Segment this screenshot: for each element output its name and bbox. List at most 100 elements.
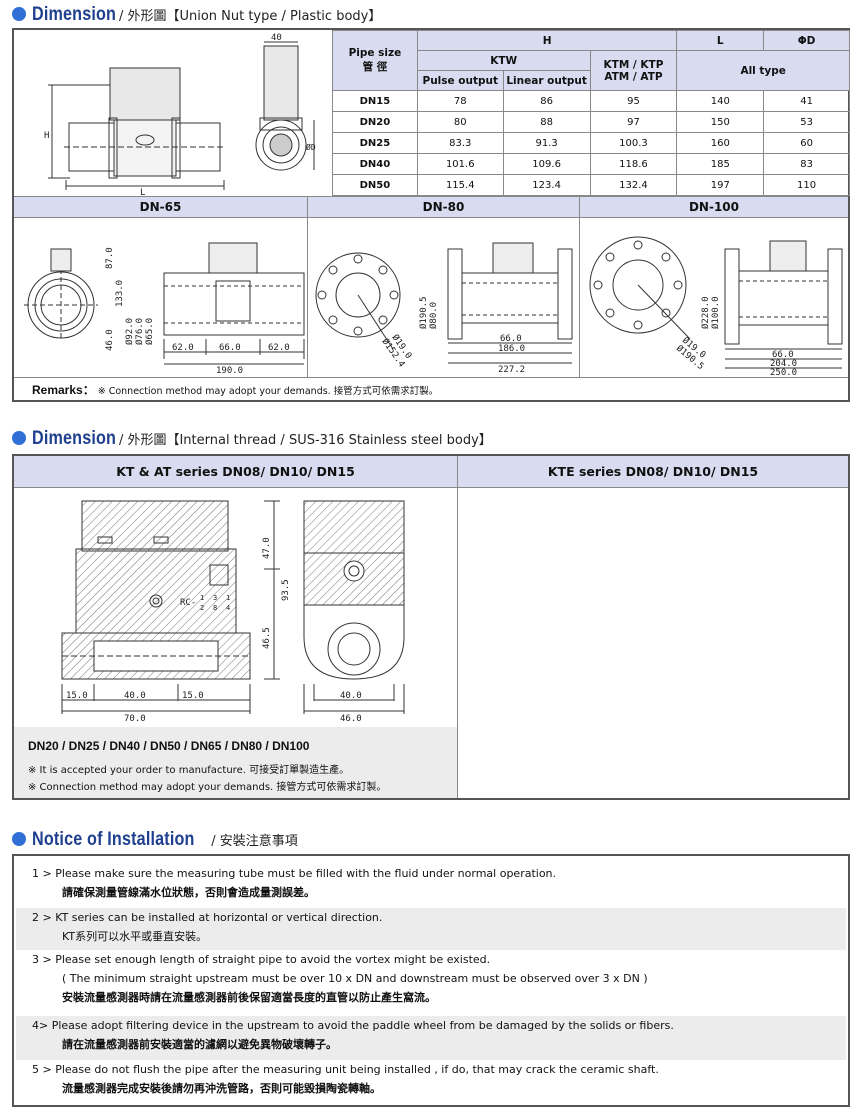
drawing-label-h: H	[44, 131, 49, 141]
notice-en: 3 > Please set enough length of straight…	[32, 953, 491, 966]
divider	[14, 377, 848, 378]
kt-dim: 47.0	[262, 537, 272, 559]
section2-title: Dimension	[32, 428, 117, 449]
table-cell: 83.3	[416, 132, 504, 154]
drawing-label-d: ØD	[306, 142, 316, 152]
remarks-label: Remarks：	[32, 383, 95, 397]
dn100-dim: 250.0	[770, 368, 797, 377]
section1-title: Dimension	[32, 4, 117, 25]
table-cell: 123.4	[502, 174, 591, 196]
section2-header: Dimension / 外形圖【Internal thread / SUS-31…	[12, 428, 492, 450]
thread-val: 2	[200, 604, 204, 612]
dn65-dim: 62.0	[172, 343, 194, 353]
dn80-dim: Ø80.0	[428, 302, 439, 329]
dn80-dim: 227.2	[498, 365, 525, 375]
table-cell: 100.3	[589, 132, 678, 154]
table-row: DN50 115.4 123.4 132.4 197 110	[332, 174, 850, 196]
notice-cn: KT系列可以水平或垂直安裝。	[62, 930, 208, 943]
remarks: Remarks： ※ Connection method may adopt y…	[32, 381, 438, 398]
dn100-dim: 66.0	[772, 350, 794, 360]
table-cell: 160	[676, 132, 765, 154]
kt-notes-panel: DN20 / DN25 / DN40 / DN50 / DN65 / DN80 …	[14, 727, 457, 798]
notice-en2: ( The minimum straight upstream must be …	[62, 972, 648, 985]
kt-dim: 40.0	[124, 691, 146, 701]
pulse-header: Pulse output	[416, 70, 504, 91]
thread-val: 8	[213, 604, 217, 612]
notice-cn: 流量感測器完成安裝後請勿再沖洗管路，否則可能毀損陶瓷轉軸。	[62, 1082, 381, 1095]
divider	[14, 196, 848, 197]
notice-cn: 請確保測量管線滿水位狀態，否則會造成量測誤差。	[62, 886, 315, 899]
sizes-line: DN20 / DN25 / DN40 / DN50 / DN65 / DN80 …	[28, 739, 310, 753]
table-cell: DN15	[332, 90, 418, 112]
notice-en: 5 > Please do not flush the pipe after t…	[32, 1063, 659, 1076]
table-cell: 150	[676, 111, 765, 133]
remarks-text: ※ Connection method may adopt your deman…	[97, 386, 439, 397]
section3-title: Notice of Installation	[32, 829, 195, 850]
notice-cn: 安裝流量感測器時請在流量感測器前後保留適當長度的直管以防止產生窩流。	[62, 991, 436, 1004]
h-header: H	[416, 30, 678, 51]
linear-header: Linear output	[502, 70, 591, 91]
table-cell: 97	[589, 111, 678, 133]
table-cell: 101.6	[416, 153, 504, 175]
dn65-dim: 133.0	[115, 280, 125, 307]
pipe-size-cn: 管 徑	[362, 61, 388, 73]
notice-item-1: 1 > Please make sure the measuring tube …	[16, 864, 846, 908]
all-type-header: All type	[676, 50, 850, 91]
dn65-dim: Ø92.0	[124, 318, 135, 345]
table-row: DN40 101.6 109.6 118.6 185 83	[332, 153, 850, 175]
od-header: ΦD	[763, 30, 850, 51]
drawing-label-top: 40	[271, 33, 282, 43]
section3-box: 1 > Please make sure the measuring tube …	[12, 854, 850, 1107]
drawing-label-l: L	[140, 188, 145, 198]
divider	[307, 197, 308, 377]
thread-val: 3	[213, 594, 217, 602]
table-cell: DN50	[332, 174, 418, 196]
thread-val: 4	[226, 604, 230, 612]
table-cell: 115.4	[416, 174, 504, 196]
kt-dim: 15.0	[66, 691, 88, 701]
table-cell: 78	[416, 90, 504, 112]
table-cell: 88	[502, 111, 591, 133]
section2-subtitle: / 外形圖【Internal thread / SUS-316 Stainles…	[118, 433, 492, 448]
section1-header: Dimension / 外形圖【Union Nut type / Plastic…	[12, 4, 381, 26]
notice-cn: 請在流量感測器前安裝適當的濾網以避免異物破壞轉子。	[62, 1038, 337, 1051]
dn80-dim: Ø190.5	[418, 296, 429, 329]
table-cell: 60	[763, 132, 850, 154]
table-row: DN20 80 88 97 150 53	[332, 111, 850, 133]
section2-box: KT & AT series DN08/ DN10/ DN15 KTE seri…	[12, 454, 850, 800]
note-manufacture: ※ It is accepted your order to manufactu…	[28, 765, 350, 776]
dn65-dim: Ø65.0	[144, 318, 155, 345]
kt-dim: 46.0	[340, 714, 362, 724]
table-cell: 185	[676, 153, 765, 175]
section3-header: Notice of Installation / 安裝注意事項	[12, 829, 298, 851]
dn65-title: DN-65	[14, 197, 307, 218]
table-cell: 197	[676, 174, 765, 196]
dn80-title: DN-80	[308, 197, 579, 218]
atm-label: ATM / ATP	[604, 70, 663, 83]
table-cell: 86	[502, 90, 591, 112]
kt-dim: 70.0	[124, 714, 146, 724]
table-cell: 140	[676, 90, 765, 112]
thread-val: 1	[226, 594, 230, 602]
table-cell: 91.3	[502, 132, 591, 154]
table-cell: 109.6	[502, 153, 591, 175]
kt-series-title: KT & AT series DN08/ DN10/ DN15	[14, 456, 457, 488]
dn65-dim: Ø76.0	[134, 318, 145, 345]
ktw-header: KTW	[416, 50, 591, 71]
dn100-drawing: Ø228.0 Ø100.0 Ø19.0 Ø190.5 66.0 204.0 25…	[589, 236, 843, 377]
dn100-dim: 204.0	[770, 359, 797, 369]
table-cell: 132.4	[589, 174, 678, 196]
dn100-title: DN-100	[580, 197, 848, 218]
section3-subtitle: / 安裝注意事項	[211, 834, 298, 849]
note-connection: ※ Connection method may adopt your deman…	[28, 782, 387, 793]
bullet-icon	[12, 832, 26, 846]
dn65-dim: 62.0	[268, 343, 290, 353]
ktm-label: KTM / KTP	[603, 58, 664, 71]
divider	[579, 197, 580, 377]
thread-val: 1	[200, 594, 204, 602]
union-nut-drawing: 40 H ØD L	[44, 33, 316, 198]
table-row: DN15 78 86 95 140 41	[332, 90, 850, 112]
